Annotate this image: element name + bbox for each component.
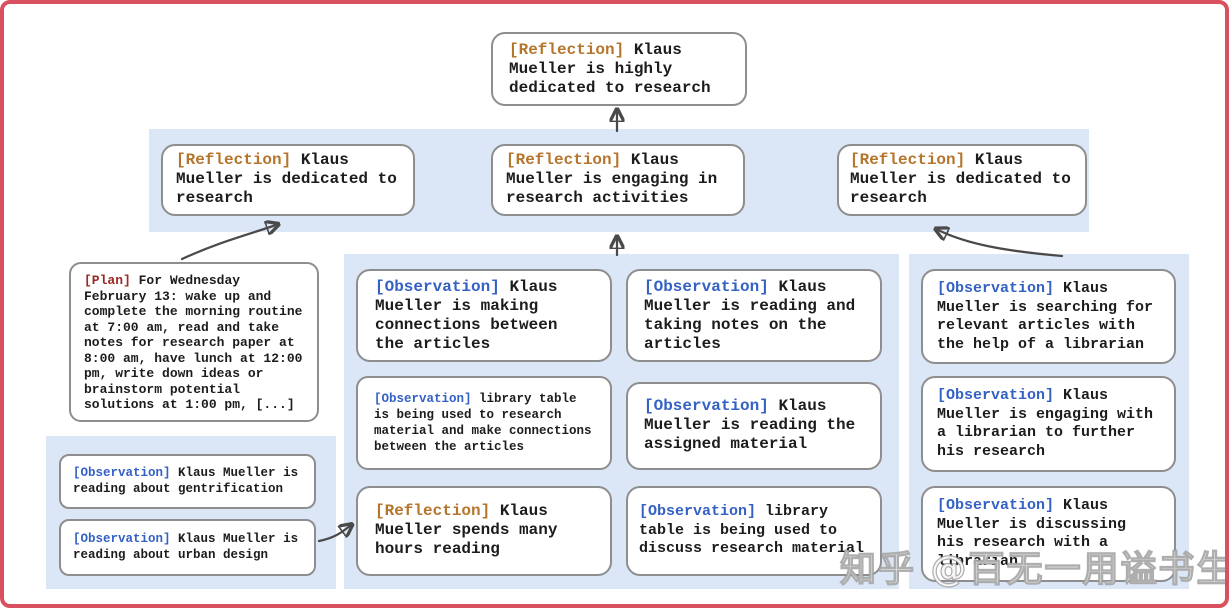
node-observation-discussing-librarian: [Observation] Klaus Mueller is discussin… bbox=[921, 486, 1176, 582]
node-text: Klaus Mueller is discussing his research… bbox=[937, 497, 1127, 570]
node-text: Klaus Mueller is engaging with a librari… bbox=[937, 387, 1154, 460]
node-observation-connections: [Observation] Klaus Mueller is making co… bbox=[356, 269, 612, 362]
node-reflection-mid: [Reflection] Klaus Mueller is engaging i… bbox=[491, 144, 745, 216]
observation-tag: [Observation] bbox=[937, 280, 1055, 297]
node-observation-library-table-research: [Observation] library table is being use… bbox=[356, 376, 612, 470]
node-text: Klaus Mueller is engaging in research ac… bbox=[506, 151, 718, 207]
node-reflection-hours-reading: [Reflection] Klaus Mueller spends many h… bbox=[356, 486, 612, 576]
node-observation-assigned-material: [Observation] Klaus Mueller is reading t… bbox=[626, 382, 882, 470]
plan-tag: [Plan] bbox=[84, 273, 131, 288]
reflection-tag: [Reflection] bbox=[506, 151, 622, 169]
reflection-tag: [Reflection] bbox=[176, 151, 292, 169]
observation-tag: [Observation] bbox=[374, 392, 472, 406]
observation-tag: [Observation] bbox=[73, 532, 171, 546]
node-text: Klaus Mueller is reading and taking note… bbox=[644, 278, 856, 353]
node-text: Klaus Mueller spends many hours reading bbox=[375, 502, 558, 558]
observation-tag: [Observation] bbox=[644, 397, 769, 415]
node-observation-searching-articles: [Observation] Klaus Mueller is searching… bbox=[921, 269, 1176, 364]
node-reflection-right: [Reflection] Klaus Mueller is dedicated … bbox=[837, 144, 1087, 216]
node-text: Klaus Mueller is dedicated to research bbox=[850, 151, 1071, 207]
zhihu-watermark: 知乎 @百无一用谥书生 bbox=[839, 548, 1229, 590]
node-plan: [Plan] For Wednesday February 13: wake u… bbox=[69, 262, 319, 422]
observation-tag: [Observation] bbox=[644, 278, 769, 296]
node-observation-taking-notes: [Observation] Klaus Mueller is reading a… bbox=[626, 269, 882, 362]
reflection-tag: [Reflection] bbox=[850, 151, 966, 169]
observation-tag: [Observation] bbox=[639, 503, 757, 520]
observation-tag: [Observation] bbox=[375, 278, 500, 296]
observation-tag: [Observation] bbox=[937, 387, 1055, 404]
node-text: Klaus Mueller is reading the assigned ma… bbox=[644, 397, 856, 453]
node-reflection-left: [Reflection] Klaus Mueller is dedicated … bbox=[161, 144, 415, 216]
node-observation-gentrification: [Observation] Klaus Mueller is reading a… bbox=[59, 454, 316, 509]
reflection-tag: [Reflection] bbox=[375, 502, 491, 520]
node-text: Klaus Mueller is searching for relevant … bbox=[937, 280, 1154, 353]
node-text: Klaus Mueller is highly dedicated to res… bbox=[509, 41, 711, 97]
node-observation-library-table-discuss: [Observation] library table is being use… bbox=[626, 486, 882, 576]
node-text: Klaus Mueller is reading about gentrific… bbox=[73, 466, 299, 496]
observation-tag: [Observation] bbox=[937, 497, 1055, 514]
node-reflection-root: [Reflection] Klaus Mueller is highly ded… bbox=[491, 32, 747, 106]
reflection-tag: [Reflection] bbox=[509, 41, 625, 59]
node-observation-urban-design: [Observation] Klaus Mueller is reading a… bbox=[59, 519, 316, 576]
node-observation-engaging-librarian: [Observation] Klaus Mueller is engaging … bbox=[921, 376, 1176, 472]
node-text: Klaus Mueller is reading about urban des… bbox=[73, 532, 299, 562]
arrow-right-to-right-reflection bbox=[938, 230, 1064, 258]
node-text: Klaus Mueller is dedicated to research bbox=[176, 151, 397, 207]
observation-tag: [Observation] bbox=[73, 466, 171, 480]
node-text: library table is being used to discuss r… bbox=[639, 503, 865, 557]
node-text: library table is being used to research … bbox=[374, 392, 592, 454]
node-text: Klaus Mueller is making connections betw… bbox=[375, 278, 558, 353]
node-text: For Wednesday February 13: wake up and c… bbox=[84, 273, 303, 412]
